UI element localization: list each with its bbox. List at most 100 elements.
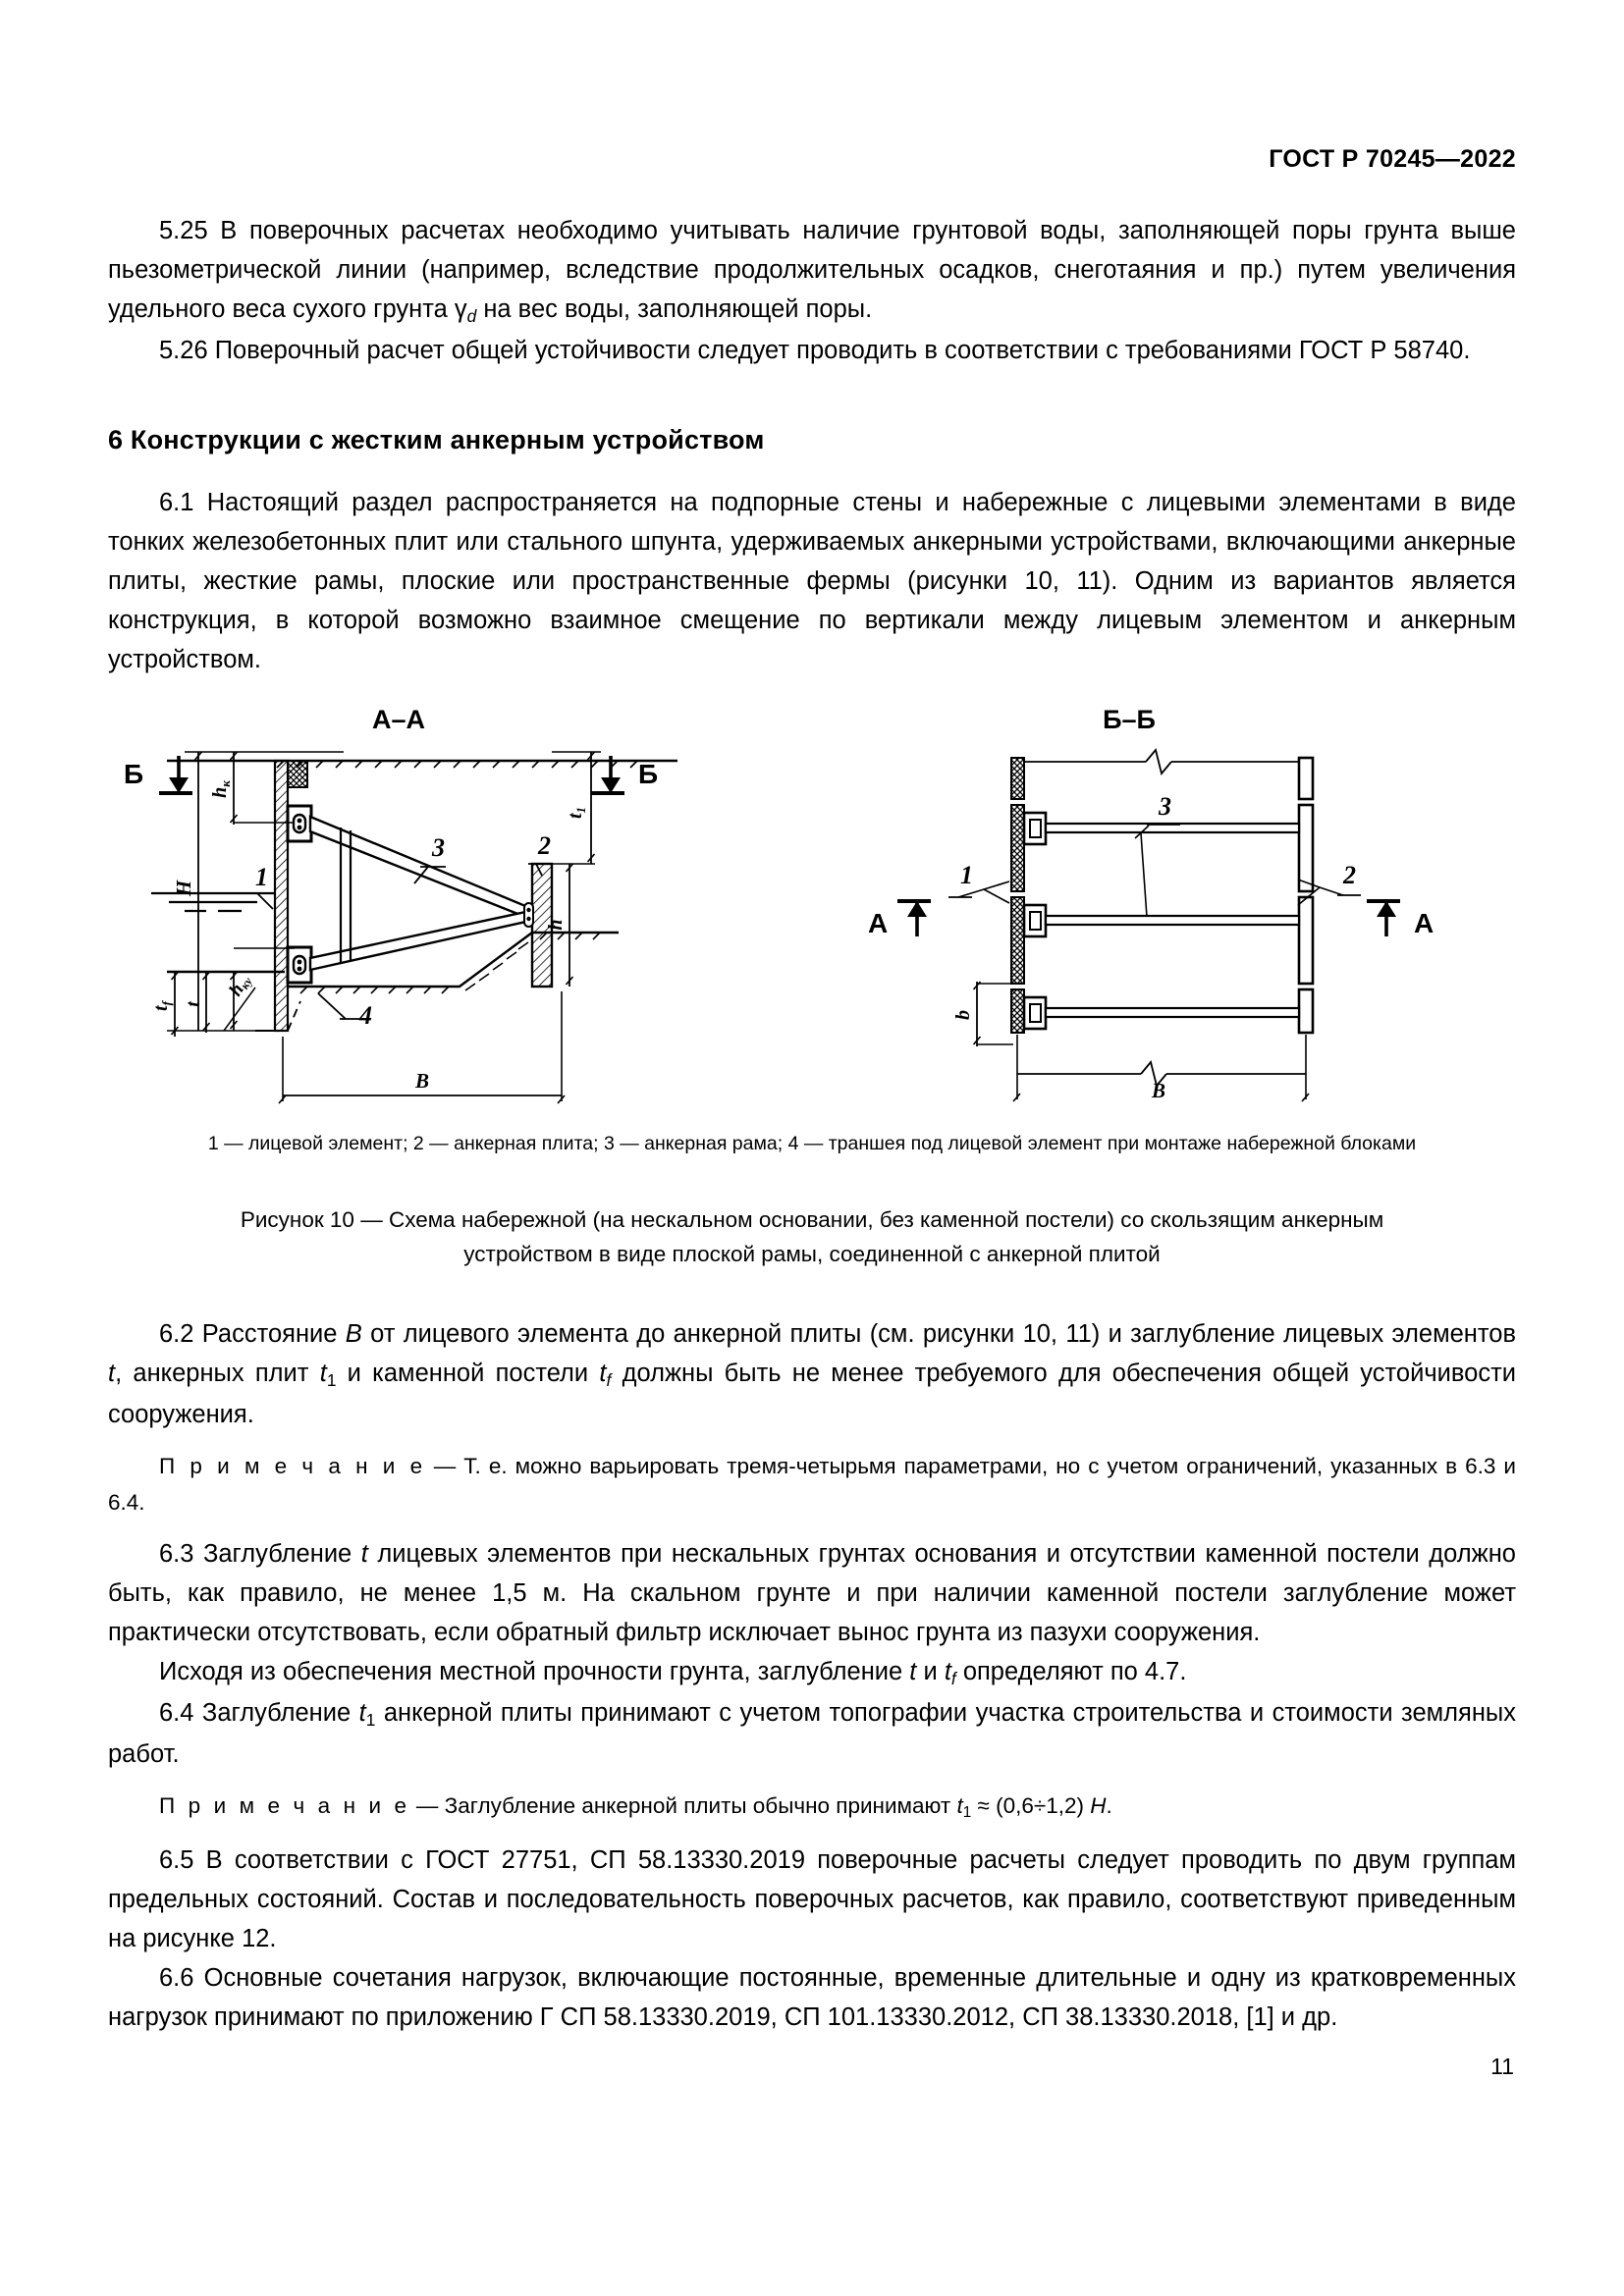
dimension-B-left-view: B <box>278 991 566 1104</box>
dimension-hku: hку <box>223 970 256 1032</box>
note-2-label: П р и м е ч а н и е <box>159 1793 410 1818</box>
figure-10-caption: Рисунок 10 — Схема набережной (на нескал… <box>240 1207 1384 1266</box>
anchor-plate-segments <box>1297 756 1315 1035</box>
p63c-var-t: t <box>909 1658 917 1685</box>
page-number: 11 <box>1490 2054 1514 2079</box>
svg-text:h: h <box>545 919 567 930</box>
callout-1-right: 1 <box>948 861 1010 904</box>
svg-text:3: 3 <box>431 833 445 862</box>
p62-var-tf: t <box>599 1360 607 1387</box>
p62-var-t1-sub: 1 <box>326 1369 337 1390</box>
gamma-subscript: d <box>466 305 477 326</box>
svg-text:H: H <box>172 880 195 897</box>
p64-var-t1: t <box>358 1699 366 1727</box>
callout-1-left: 1 <box>244 863 274 910</box>
callout-3-left: 3 <box>413 833 446 884</box>
paragraph-6-4: 6.4 Заглубление t1 анкерной плиты приним… <box>108 1693 1516 1774</box>
paragraph-5-25-tail: на вес воды, заполняющей поры. <box>476 295 873 323</box>
dimension-tf: tf <box>150 971 180 1037</box>
dimension-h: h <box>545 863 595 987</box>
section-marker-a-left: А <box>868 899 931 938</box>
view-a-a: А–А <box>124 707 677 1104</box>
page-header-standard-number: ГОСТ Р 70245—2022 <box>1269 145 1516 173</box>
svg-text:B: B <box>1151 1079 1165 1102</box>
svg-text:b: b <box>952 1010 974 1020</box>
svg-text:t: t <box>183 1000 204 1007</box>
p63-a: 6.3 Заглубление <box>159 1540 361 1568</box>
section-marker-b-right: Б <box>591 756 658 795</box>
svg-text:tf: tf <box>150 999 174 1011</box>
p64-b: анкерной плиты принимают с учетом топогр… <box>108 1699 1516 1768</box>
svg-text:Б–Б: Б–Б <box>1103 707 1156 734</box>
p63c-var-tf-sub: f <box>950 1668 956 1688</box>
p63-var-t: t <box>360 1540 368 1568</box>
paragraph-6-5: 6.5 В соответствии с ГОСТ 27751, СП 58.1… <box>108 1846 1516 1952</box>
paragraph-6-2: 6.2 Расстояние B от лицевого элемента до… <box>108 1314 1516 1434</box>
svg-text:2: 2 <box>1342 861 1356 889</box>
anchor-bracket-lower <box>286 945 313 985</box>
water-level-symbol <box>151 891 275 913</box>
note-1-text: — Т. е. можно варьировать тремя-четырьмя… <box>108 1454 1517 1515</box>
svg-text:t1: t1 <box>565 807 588 819</box>
svg-text:2: 2 <box>537 831 551 860</box>
svg-text:3: 3 <box>1158 792 1171 821</box>
p62-var-tf-sub: f <box>606 1369 612 1390</box>
paragraph-6-3-cont: Исходя из обеспечения местной прочности … <box>108 1652 1516 1693</box>
p62-a: 6.2 Расстояние <box>159 1320 346 1348</box>
dimension-H: H <box>172 751 203 1031</box>
note-2-var-t1: t <box>956 1793 963 1818</box>
note-1-label: П р и м е ч а н и е <box>159 1454 426 1478</box>
p63c-c: определяют по 4.7. <box>955 1658 1187 1685</box>
figure-10-legend: 1 — лицевой элемент; 2 — анкерная плита;… <box>207 1133 1417 1154</box>
dimension-t1: t1 <box>565 751 596 864</box>
p62-e: должны быть не менее требуемого для обес… <box>108 1360 1516 1428</box>
p62-b: от лицевого элемента до анкерной плиты (… <box>361 1320 1516 1348</box>
svg-text:B: B <box>414 1069 429 1093</box>
note-2-var-H: H <box>1090 1793 1107 1818</box>
callout-2-right: 2 <box>1297 861 1361 906</box>
dimension-B-right-view: B <box>1012 1035 1310 1102</box>
callout-3-right: 3 <box>1134 792 1180 918</box>
facing-wall-segments <box>1010 757 1025 1034</box>
page-body: 5.25 В поверочных расчетах необходимо уч… <box>108 211 1516 2037</box>
p63c-b: и <box>916 1658 945 1685</box>
p64-a: 6.4 Заглубление <box>159 1699 359 1727</box>
tie-rod-3 <box>1022 995 1301 1031</box>
note-2-b: ≈ (0,6÷1,2) <box>971 1793 1091 1818</box>
p63-b: лицевых элементов при нескальных грунтах… <box>108 1540 1516 1646</box>
note-2-c: . <box>1106 1793 1112 1818</box>
paragraph-5-25: 5.25 В поверочных расчетах необходимо уч… <box>108 211 1516 331</box>
section-marker-a-right: А <box>1367 899 1434 938</box>
paragraph-6-1: 6.1 Настоящий раздел распространяется на… <box>108 489 1516 673</box>
paragraph-6-6: 6.6 Основные сочетания нагрузок, включаю… <box>108 1964 1516 2031</box>
section-b-left-label: Б <box>124 759 143 789</box>
section-6-heading: 6 Конструкции с жестким анкерным устройс… <box>108 425 765 454</box>
dimension-b: b <box>952 981 1013 1046</box>
dimension-t: t <box>183 971 211 1033</box>
note-2-var-t1-sub: 1 <box>962 1804 972 1822</box>
section-a-right-label: А <box>1414 908 1434 938</box>
p62-var-t: t <box>108 1360 116 1387</box>
p63c-a: Исходя из обеспечения местной прочности … <box>159 1658 910 1685</box>
svg-text:1: 1 <box>255 863 268 891</box>
section-b-right-label: Б <box>638 759 658 789</box>
view-b-b: Б–Б <box>868 707 1434 1102</box>
anchor-bracket-upper <box>286 804 313 843</box>
note-after-6-2: П р и м е ч а н и е — Т. е. можно варьир… <box>108 1448 1516 1521</box>
callout-2-left: 2 <box>528 831 552 877</box>
paragraph-5-26: 5.26 Поверочный расчет общей устойчивост… <box>159 337 1471 364</box>
paragraph-6-3: 6.3 Заглубление t лицевых элементов при … <box>108 1534 1516 1652</box>
figure-10-drawing: А–А <box>108 707 1516 1129</box>
p64-var-t1-sub: 1 <box>365 1709 376 1730</box>
note-2-a: — Заглубление анкерной плиты обычно прин… <box>409 1793 957 1818</box>
tie-rod-1 <box>1022 811 1301 846</box>
svg-text:hк: hк <box>209 780 233 798</box>
anchor-frame-bars <box>308 815 532 972</box>
tie-rod-2 <box>1022 903 1301 938</box>
section-marker-b-left: Б <box>124 756 192 795</box>
svg-text:1: 1 <box>960 861 973 889</box>
paragraph-5-25-text: 5.25 В поверочных расчетах необходимо уч… <box>108 217 1516 323</box>
p62-var-t1: t <box>319 1360 327 1387</box>
section-a-left-label: А <box>868 908 888 938</box>
